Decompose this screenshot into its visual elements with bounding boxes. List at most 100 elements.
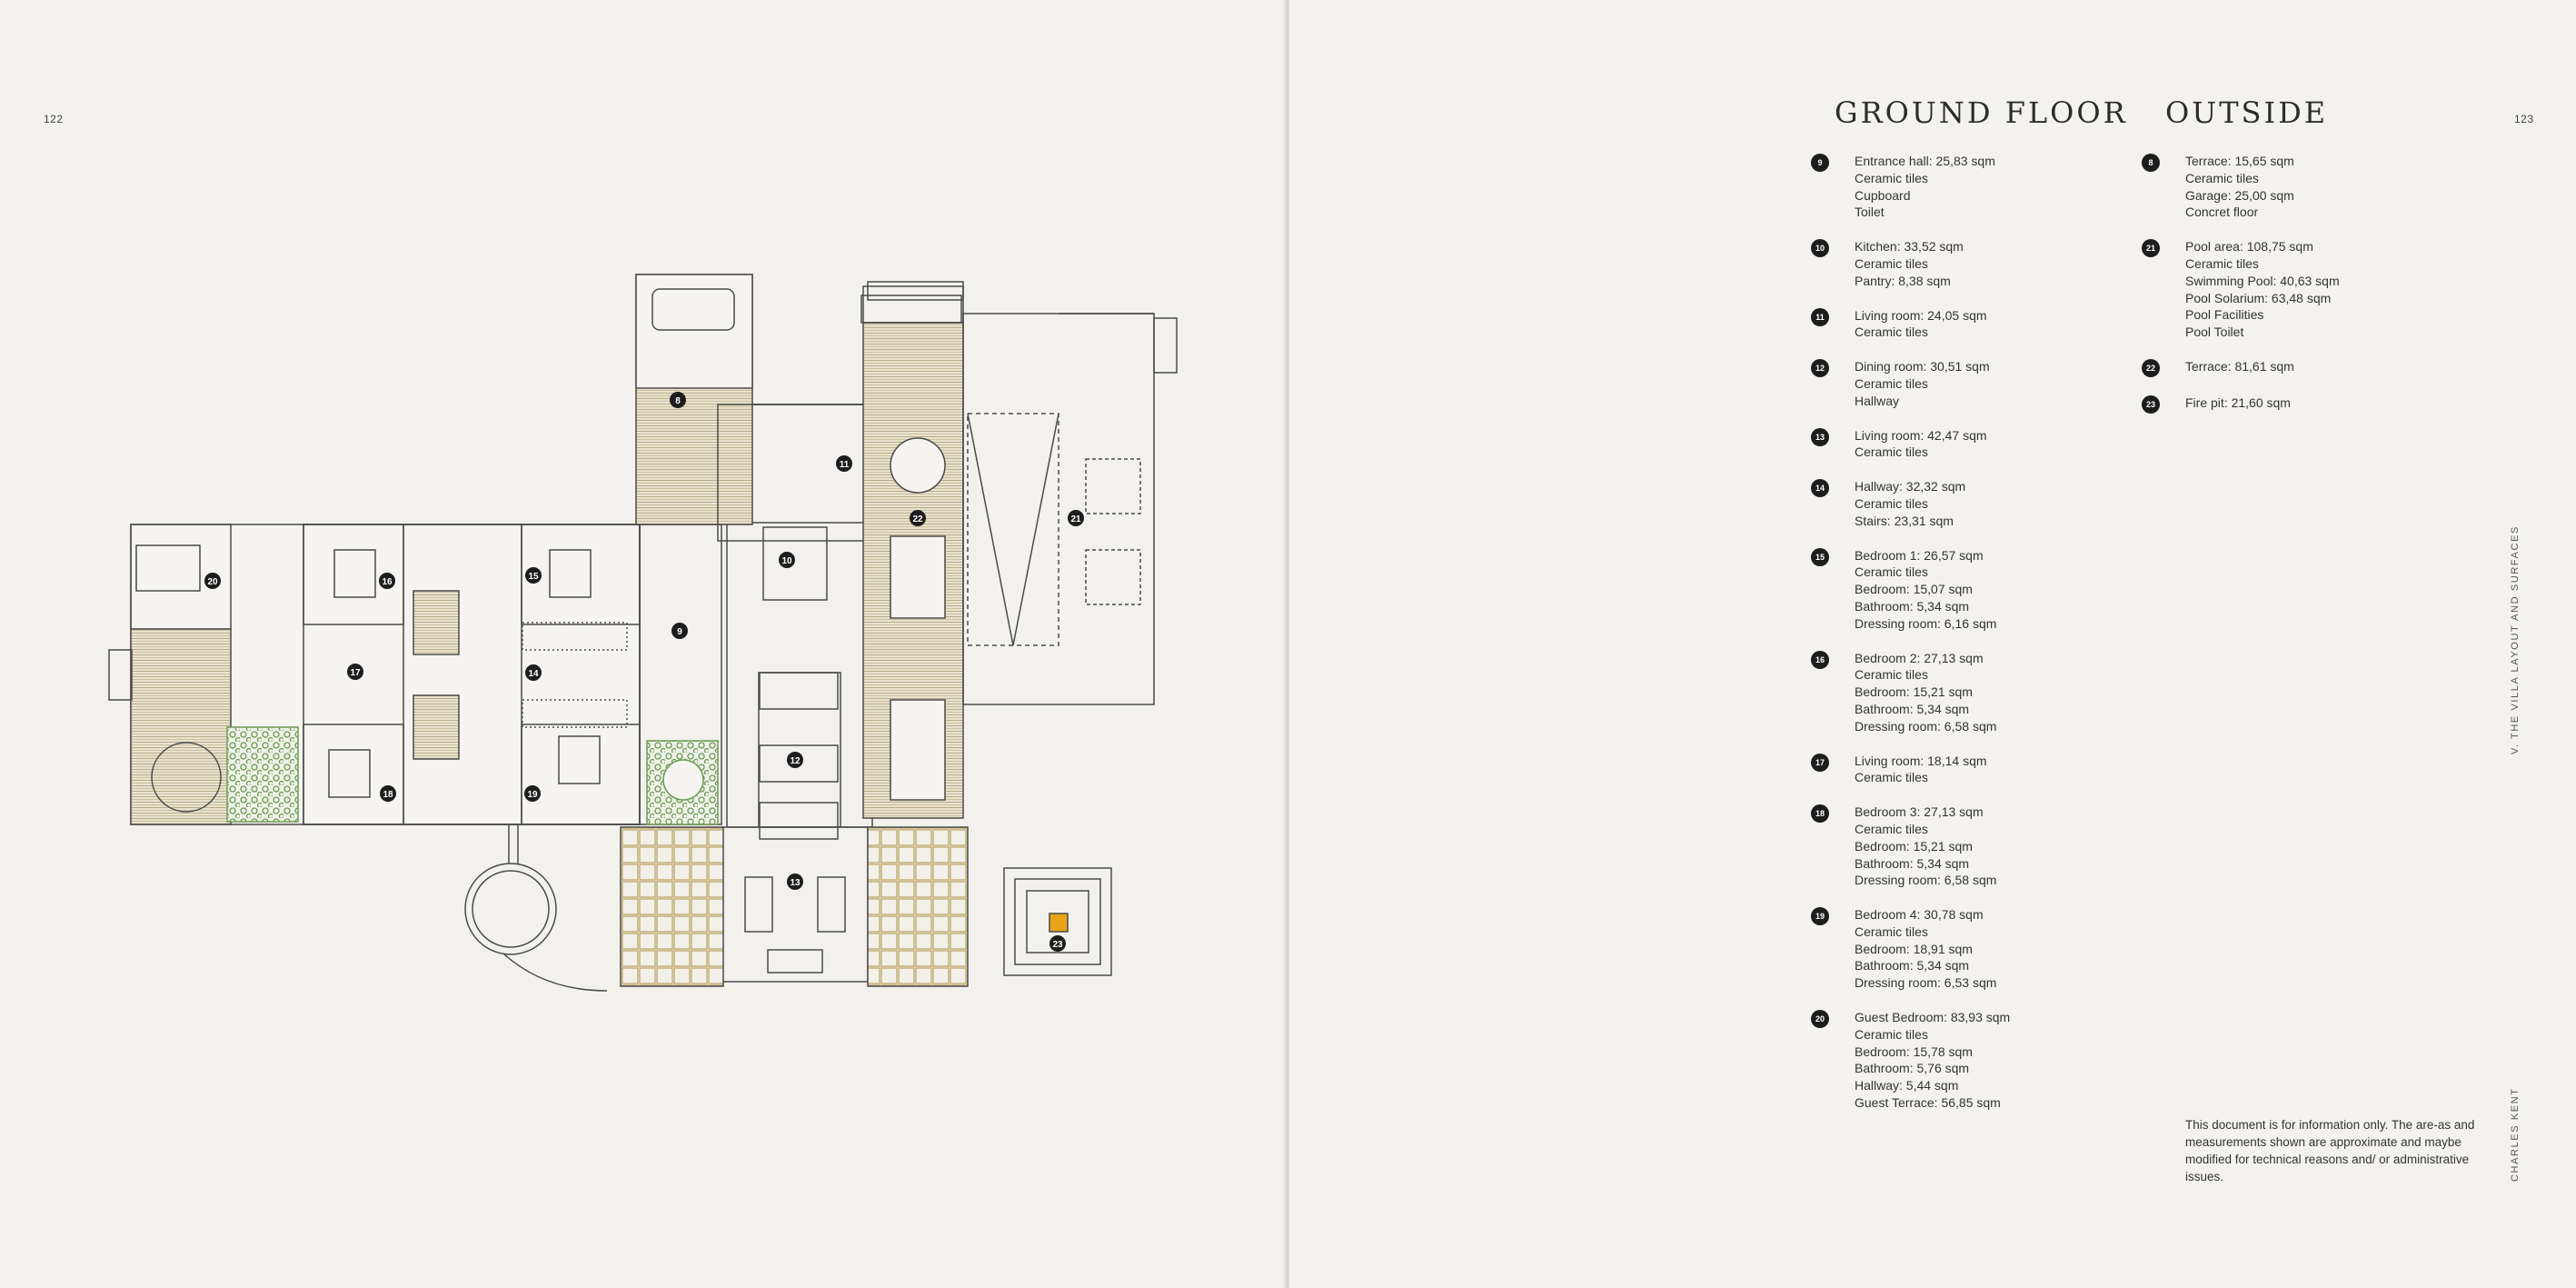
room-entry: 22 Terrace: 81,61 sqm: [2142, 358, 2442, 377]
room-number-badge: 14: [1811, 479, 1829, 498]
heading-outside: OUTSIDE: [2165, 95, 2329, 130]
plan-label-15: 15: [528, 572, 539, 582]
room-number-badge: 21: [2142, 239, 2160, 258]
plan-marker-16: [379, 573, 395, 589]
room-number-badge: 20: [1811, 1010, 1829, 1029]
room-detail-line: Bedroom: 15,21 sqm: [1855, 838, 1973, 854]
room-detail-line: Dressing room: 6,16 sqm: [1855, 615, 1997, 631]
room-title: Living room: 18,14 sqm: [1855, 753, 1987, 768]
room-title: Terrace: 81,61 sqm: [2185, 358, 2294, 374]
room-number-badge: 12: [1811, 359, 1829, 378]
room-detail-line: Ceramic tiles: [1855, 444, 1928, 460]
plan-label-20: 20: [207, 577, 218, 587]
plan-marker-13: [787, 874, 803, 890]
chapter-side-label: V. THE VILLA LAYOUT AND SURFACES: [2510, 525, 2521, 754]
plan-label-14: 14: [528, 669, 539, 679]
room-detail-line: Dressing room: 6,58 sqm: [1855, 718, 1997, 734]
plan-label-19: 19: [527, 790, 538, 800]
plan-marker-11: [836, 455, 852, 472]
plan-marker-9: [671, 623, 688, 639]
room-detail-line: Stairs: 23,31 sqm: [1855, 513, 1954, 528]
room-detail-line: Hallway: 5,44 sqm: [1855, 1078, 1959, 1093]
room-title: Pool area: 108,75 sqm: [2185, 239, 2313, 255]
room-number-badge: 17: [1811, 753, 1829, 772]
room-number-badge: 18: [1811, 804, 1829, 824]
room-detail-line: Ceramic tiles: [2185, 170, 2259, 185]
plan-marker-8: [670, 392, 686, 408]
room-number-badge: 13: [1811, 427, 1829, 446]
room-detail-line: Bedroom: 15,07 sqm: [1855, 582, 1973, 597]
room-detail-line: Ceramic tiles: [1855, 324, 1928, 340]
room-detail-line: Garage: 25,00 sqm: [2185, 187, 2294, 203]
plan-marker-15: [525, 567, 542, 584]
room-detail-line: Ceramic tiles: [1855, 924, 1928, 939]
room-number-badge: 23: [2142, 394, 2160, 414]
room-title: Hallway: 32,32 sqm: [1855, 479, 1966, 494]
room-number-badge: 22: [2142, 358, 2160, 377]
room-detail-line: Bedroom: 15,78 sqm: [1855, 1043, 1973, 1059]
plan-label-16: 16: [382, 577, 393, 587]
room-detail-line: Ceramic tiles: [1855, 770, 1928, 785]
room-number-badge: 16: [1811, 650, 1829, 669]
plan-marker-23: [1049, 935, 1066, 952]
plan-label-23: 23: [1052, 940, 1063, 950]
room-detail-line: Bathroom: 5,34 sqm: [1855, 855, 1970, 871]
room-detail-line: Pool Solarium: 63,48 sqm: [2185, 290, 2332, 305]
plan-marker-19: [524, 785, 541, 802]
floor-plan: 8 9 10 11 12 13 14 15 16 17 18 19 20 21 …: [108, 274, 1178, 992]
plan-marker-10: [779, 552, 795, 568]
plan-label-11: 11: [840, 460, 850, 470]
room-title: Dining room: 30,51 sqm: [1855, 359, 1990, 374]
plan-label-18: 18: [383, 790, 393, 800]
plan-label-8: 8: [675, 396, 681, 406]
room-detail-line: Bathroom: 5,76 sqm: [1855, 1061, 1970, 1076]
room-title: Bedroom 4: 30,78 sqm: [1855, 907, 1984, 923]
room-detail-line: Pool Toilet: [2185, 324, 2244, 340]
room-title: Fire pit: 21,60 sqm: [2185, 394, 2291, 410]
plan-marker-22: [910, 510, 926, 526]
room-detail-line: Ceramic tiles: [1855, 495, 1928, 511]
room-detail-line: Dressing room: 6,53 sqm: [1855, 975, 1997, 991]
room-detail-line: Ceramic tiles: [1855, 375, 1928, 391]
room-title: Living room: 24,05 sqm: [1855, 307, 1987, 323]
plan-marker-12: [787, 752, 803, 768]
room-number-badge: 10: [1811, 239, 1829, 258]
room-detail-line: Swimming Pool: 40,63 sqm: [2185, 273, 2340, 288]
room-title: Entrance hall: 25,83 sqm: [1855, 154, 1995, 168]
room-title: Terrace: 15,65 sqm: [2185, 154, 2294, 168]
heading-ground-floor: GROUND FLOOR: [1835, 95, 2128, 130]
room-detail-line: Ceramic tiles: [1855, 564, 1928, 580]
room-detail-line: Guest Terrace: 56,85 sqm: [1855, 1095, 2001, 1111]
room-detail-line: Concret floor: [2185, 205, 2259, 220]
room-detail-line: Cupboard: [1855, 187, 1911, 203]
plan-marker-14: [525, 664, 542, 681]
room-detail-line: Ceramic tiles: [1855, 667, 1928, 683]
book-spine: [1283, 0, 1292, 1288]
room-detail-line: Pool Facilities: [2185, 307, 2264, 323]
room-detail-line: Bathroom: 5,34 sqm: [1855, 701, 1970, 716]
disclaimer-text: This document is for information only. T…: [2185, 1118, 2475, 1183]
room-title: Living room: 42,47 sqm: [1855, 427, 1987, 443]
room-number-badge: 19: [1811, 907, 1829, 926]
room-details: Terrace: 81,61 sqm: [2185, 358, 2294, 375]
room-title: Guest Bedroom: 83,93 sqm: [1855, 1010, 2011, 1025]
room-detail-line: Bedroom: 18,91 sqm: [1855, 941, 1973, 956]
room-detail-line: Ceramic tiles: [1855, 255, 1928, 271]
right-page: 123: [1289, 0, 2576, 1288]
